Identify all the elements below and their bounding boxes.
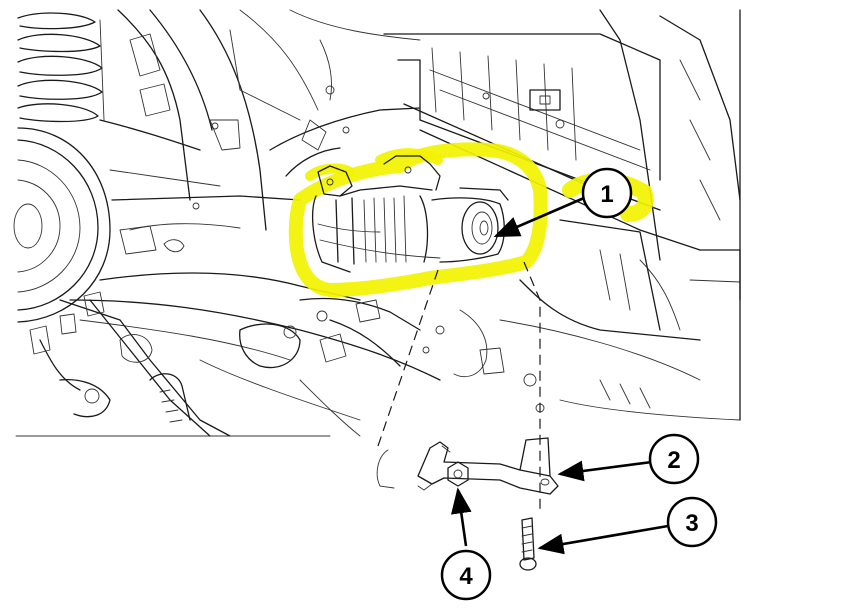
callout-2: 2 [648, 433, 700, 485]
callout-3-arrow [537, 524, 669, 555]
callout-2-number: 2 [667, 447, 680, 474]
engine-bay-line-art [13, 9, 741, 437]
body-structure [69, 9, 441, 381]
callout-3: 3 [666, 496, 718, 548]
yellow-highlight [288, 142, 548, 297]
mounting-bracket [417, 437, 559, 495]
callout-2-arrow [557, 460, 653, 482]
highlighted-component [288, 142, 654, 297]
callout-1: 1 [581, 167, 633, 219]
coil-spring [17, 12, 105, 123]
callout-3-number: 3 [685, 510, 698, 537]
nut [447, 461, 469, 487]
exploded-view-lines [376, 261, 541, 510]
steering-rack [15, 291, 361, 437]
wheel-hub [13, 127, 111, 323]
callout-arrows [451, 196, 669, 555]
callout-1-arrow [493, 196, 585, 238]
callout-4: 4 [440, 549, 492, 601]
radiator-grille [383, 9, 741, 421]
center-hoses [269, 39, 505, 378]
callout-4-arrow [451, 487, 472, 547]
bolt [519, 517, 537, 571]
fasteners [192, 85, 565, 354]
callout-1-number: 1 [600, 181, 613, 208]
callout-4-number: 4 [459, 563, 473, 590]
